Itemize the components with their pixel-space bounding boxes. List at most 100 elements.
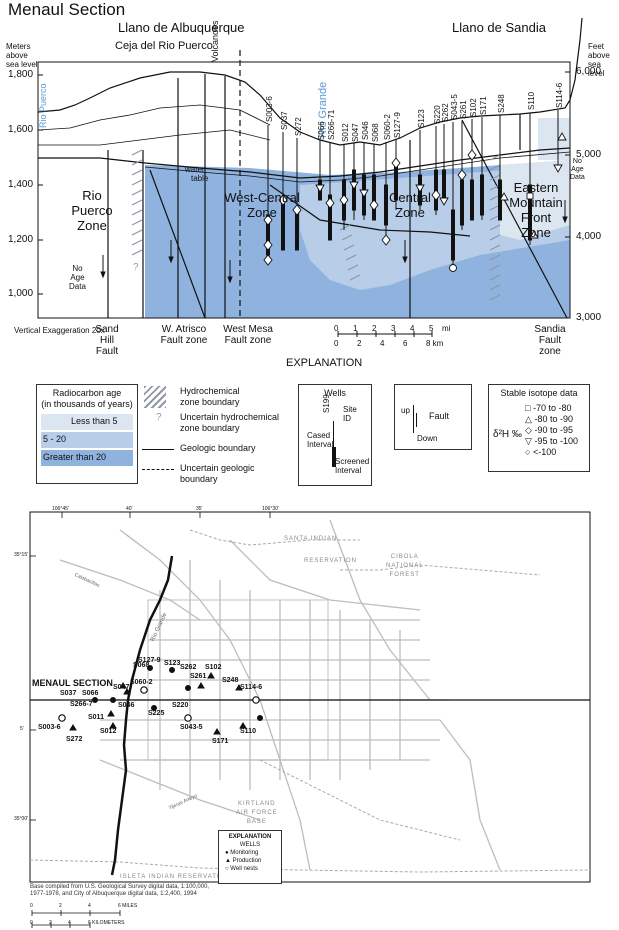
well-label: S127-9 — [393, 112, 402, 138]
map-place-cibola: CIBOLA NATIONAL FOREST — [386, 553, 424, 580]
map-well-label: S248 — [222, 677, 239, 684]
well-label: S012 — [341, 123, 350, 142]
uncertain-geologic-line: boundary — [180, 474, 218, 484]
zone-word: Central — [389, 190, 431, 205]
well-label: S043-5 — [450, 94, 459, 120]
fault-word: Hill — [100, 335, 114, 346]
meters-tick-label: 1,800 — [8, 69, 34, 80]
map-rio-grande — [110, 555, 174, 876]
kirtland-word: AIR FORCE — [236, 810, 278, 816]
cased-word: Interval — [307, 440, 334, 449]
fault-legend-arrow — [416, 413, 417, 427]
no-age-word: No — [572, 158, 582, 165]
well-label: S102 — [469, 98, 478, 117]
circle-icon: ○ — [525, 447, 531, 457]
zone-eastern: Eastern Mountain Front Zone — [504, 180, 568, 240]
feet-tick-label: 4,000 — [576, 231, 602, 242]
well-nest-icon: ○ — [225, 866, 229, 872]
radiocarbon-swatch-1: Less than 5 — [41, 414, 133, 430]
map-roads — [59, 519, 501, 871]
radiocarbon-legend: Radiocarbon age (in thousands of years) … — [36, 384, 138, 484]
well-label: S060-2 — [383, 114, 392, 140]
monitoring-icon: ● — [225, 850, 229, 856]
no-age-word: Data — [570, 174, 585, 181]
scale-miles-tick: 4 — [88, 903, 91, 909]
left-axis-label-line: above — [6, 51, 28, 60]
zone-word: West-Central — [224, 190, 300, 205]
meters-tick-label: 1,600 — [8, 124, 34, 135]
rio-puerco-label: Rio Puerco — [38, 83, 48, 128]
map-legend-label: Well nests — [230, 866, 258, 872]
uncertain-geologic-swatch — [142, 469, 174, 470]
zone-word: Puerco — [71, 203, 113, 218]
isotope-item: ▽ -95 to -100 — [525, 436, 578, 447]
cibola-word: FOREST — [389, 572, 420, 578]
explanation-title: EXPLANATION — [286, 357, 363, 369]
zone-word: Mountain — [509, 195, 563, 210]
kirtland-word: KIRTLAND — [238, 801, 276, 807]
diamond-icon: ◇ — [525, 425, 532, 435]
map-lon-tick: 106°30' — [262, 506, 279, 512]
triangle-up-icon: △ — [525, 414, 532, 424]
water-table-label: water table — [185, 165, 208, 183]
scale-mi-tick: 1 — [353, 324, 358, 333]
isotope-item-label: -80 to -90 — [534, 414, 573, 424]
map-well-label: S225 — [148, 710, 165, 717]
zone-central: Central Zone — [385, 190, 435, 220]
uncertain-geologic-label: Uncertain geologic boundary — [180, 463, 255, 485]
uncertain-hydro-line: Uncertain hydrochemical — [180, 412, 280, 422]
hydro-hatch-swatch — [144, 386, 166, 408]
well-label: S047 — [351, 123, 360, 142]
isotope-symbols — [263, 132, 567, 272]
scale-km-tick: 8 km — [426, 339, 444, 348]
map-well-label: S102 — [205, 664, 222, 671]
fault-west-mesa: West Mesa Fault zone — [218, 324, 278, 346]
map-lon-tick: 35' — [196, 506, 203, 512]
isotope-title: Stable isotope data — [500, 388, 578, 398]
well-label: S171 — [479, 96, 488, 115]
zone-rio-puerco: Rio Puerco Zone — [62, 188, 122, 233]
screened-word: Interval — [335, 466, 362, 475]
well-label: S266-71 — [327, 109, 336, 140]
base-note-line: Base compiled from U.S. Geological Surve… — [30, 884, 210, 890]
scale-mi-labels: 0 1 2 3 4 5 mi — [334, 324, 474, 334]
fault-lines — [107, 50, 568, 319]
radiocarbon-title-line: (in thousands of years) — [41, 399, 133, 409]
isotope-item: □ -70 to -80 — [525, 403, 578, 414]
fault-legend-down: Down — [417, 434, 438, 443]
section-title: Menaul Section — [8, 0, 126, 19]
map-legend-title: EXPLANATION — [228, 834, 272, 840]
fault-legend-up: up — [401, 406, 410, 415]
isotope-items: □ -70 to -80 △ -80 to -90 ◇ -90 to -95 ▽… — [525, 403, 578, 458]
wells-legend-screen — [331, 447, 336, 467]
map-legend-label: Production — [232, 858, 262, 864]
scale-miles-tick: 6 MILES — [118, 903, 138, 909]
wells-legend-example: S199 — [322, 394, 331, 413]
square-icon: □ — [525, 403, 531, 413]
uncertain-hydro-symbol: ? — [156, 412, 162, 423]
wells-legend: Wells S199 Site ID Cased Interval Screen… — [298, 384, 372, 486]
map-well-label: S114-6 — [240, 684, 263, 691]
left-axis-label: Meters above sea level — [6, 42, 38, 69]
region-llano-albuquerque: Llano de Albuquerque — [118, 20, 245, 35]
fault-word: zone — [539, 346, 561, 357]
wells-legend-column — [333, 421, 334, 467]
map-scale-km: 0 2 4 6 KILOMETERS — [30, 920, 140, 928]
isotope-item: ○ <-100 — [525, 447, 578, 458]
radiocarbon-title-line: Radiocarbon age — [52, 388, 122, 398]
map-lon-tick: 106°45' — [52, 506, 69, 512]
map-well-label: S220 — [172, 702, 189, 709]
meters-ticks — [38, 74, 43, 295]
scale-mi-tick: 0 — [334, 324, 339, 333]
cibola-word: CIBOLA — [390, 554, 419, 560]
map-legend-item: ▲ Production — [225, 857, 281, 865]
site-id-word: ID — [343, 414, 351, 423]
isotope-legend: Stable isotope data δ²H ‰ □ -70 to -80 △… — [488, 384, 590, 472]
zone-word: Zone — [395, 205, 425, 220]
no-age-data-right: No Age Data — [570, 158, 585, 182]
zone-word: Rio — [82, 188, 102, 203]
no-age-word: No — [72, 264, 83, 273]
map-well-label: S262 — [180, 664, 197, 671]
map-lon-tick: 40' — [126, 506, 133, 512]
feet-tick-label: 5,000 — [576, 149, 602, 160]
